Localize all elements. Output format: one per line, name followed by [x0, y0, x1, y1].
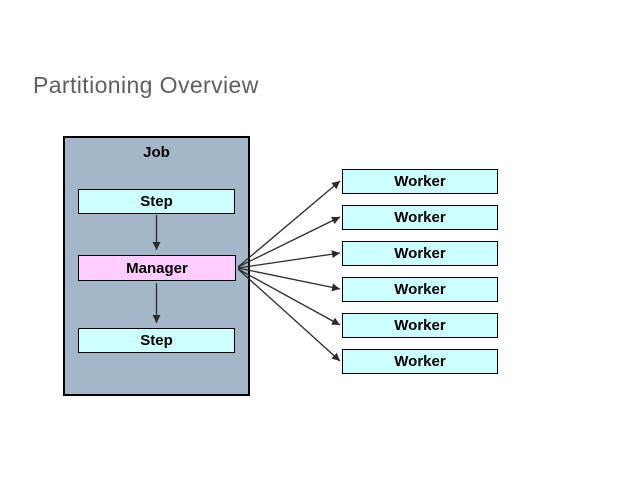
page-title: Partitioning Overview: [33, 72, 259, 98]
arrow-manager-to-worker-4: [237, 267, 341, 292]
job-label: Job: [143, 144, 170, 161]
worker-box-6: Worker: [342, 349, 498, 374]
worker-box-2: Worker: [342, 205, 498, 230]
arrow-manager-to-worker-2: [237, 216, 341, 268]
worker-box-4: Worker: [342, 277, 498, 302]
arrow-manager-to-worker-1: [237, 180, 341, 268]
step-box-top: Step: [78, 189, 235, 214]
step-box-bottom: Step: [78, 328, 235, 353]
worker-box-3: Worker: [342, 241, 498, 266]
manager-box: Manager: [78, 255, 236, 281]
worker-box-5: Worker: [342, 313, 498, 338]
worker-box-1: Worker: [342, 169, 498, 194]
arrow-manager-to-worker-3: [237, 250, 341, 269]
arrow-manager-to-worker-5: [237, 268, 341, 326]
arrow-manager-to-worker-6: [237, 268, 341, 362]
